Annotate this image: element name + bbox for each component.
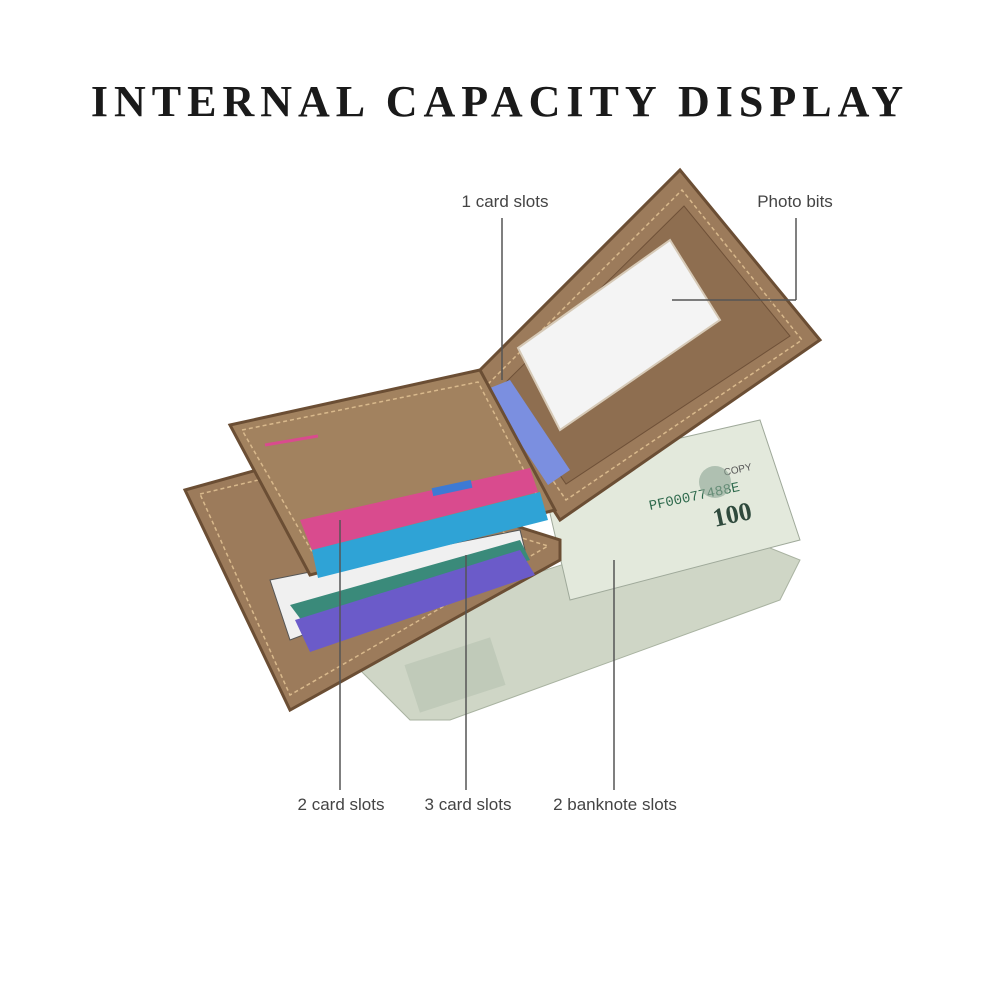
wallet-right-panel: [468, 167, 823, 523]
lower-cards: [269, 529, 535, 652]
middle-card: [485, 380, 570, 485]
wallet-front-flap: [227, 368, 558, 578]
callout-2-banknote-slots: 2 banknote slots: [553, 795, 677, 814]
pink-card: [300, 468, 538, 550]
cyan-card: [312, 492, 548, 578]
page-title: INTERNAL CAPACITY DISPLAY: [90, 77, 910, 126]
callout-2-card-slots: 2 card slots: [297, 795, 385, 814]
callout-photo-bits: Photo bits: [757, 192, 833, 211]
callout-1-card-slots: 1 card slots: [461, 192, 549, 211]
callout-3-card-slots: 3 card slots: [424, 795, 512, 814]
photo-window: [516, 238, 722, 432]
callout-lines: [339, 218, 797, 790]
